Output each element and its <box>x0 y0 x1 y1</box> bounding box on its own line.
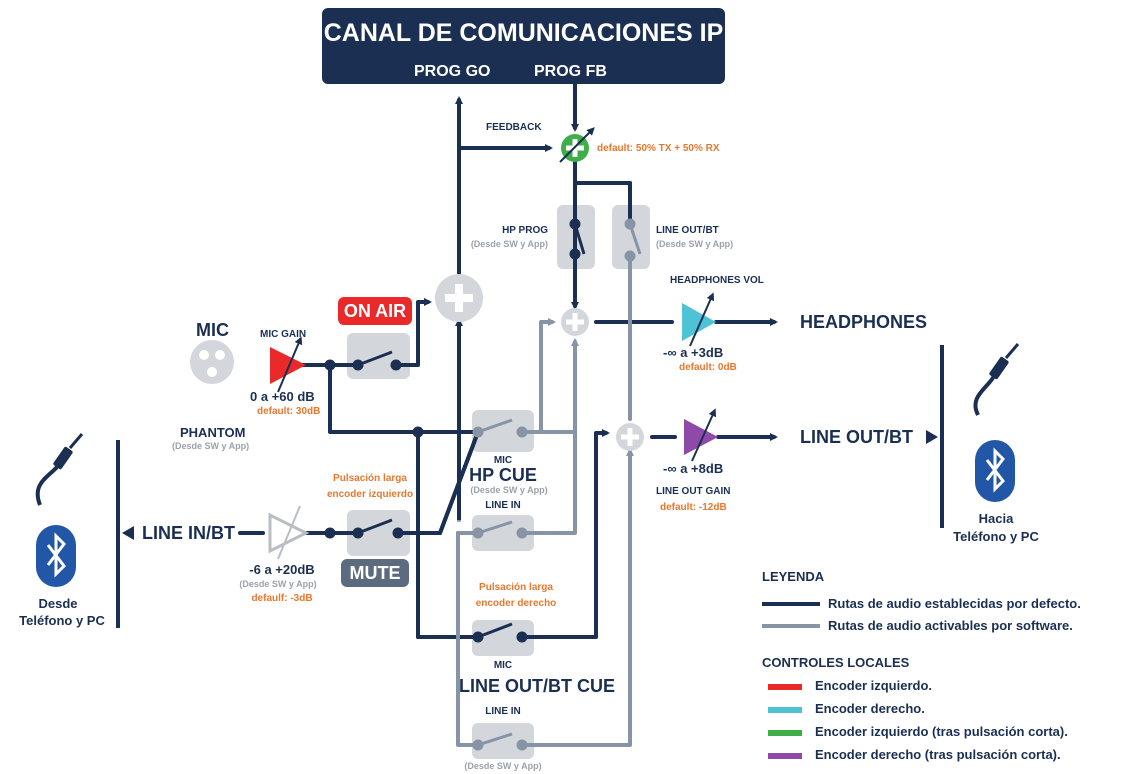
headphones-range: -∞ a +3dB <box>663 345 724 360</box>
legend-control-left: Encoder izquierdo. <box>815 678 933 693</box>
line-out-gain-label: LINE OUT GAIN <box>656 486 731 497</box>
prog-fb-label: PROG FB <box>534 63 607 80</box>
legend-cyan-swatch <box>768 707 802 713</box>
line-out-cue-line-in-label: LINE IN <box>485 706 521 717</box>
hp-prog-note: (Desde SW y App) <box>470 239 548 249</box>
right-press-line1: Pulsación larga <box>479 582 553 593</box>
feedback-default: default: 50% TX + 50% RX <box>597 143 720 154</box>
headphones-vol-label: HEADPHONES VOL <box>670 275 764 286</box>
phantom-note: (Desde SW y App) <box>172 441 250 451</box>
legend-title: LEYENDA <box>762 569 825 584</box>
hp-cue-note: (Desde SW y App) <box>470 485 548 495</box>
legend-software-routes: Rutas de audio activables por software. <box>828 618 1073 633</box>
legend-control-right-short: Encoder derecho (tras pulsación corta). <box>815 747 1061 762</box>
switch-contacts <box>324 218 642 751</box>
legend-red-swatch <box>768 684 802 690</box>
prog-go-label: PROG GO <box>414 63 491 80</box>
mic-label: MIC <box>196 320 229 340</box>
ip-channel-title: CANAL DE COMUNICACIONES IP <box>323 19 724 47</box>
line-in-bt-label: LINE IN/BT <box>142 523 235 543</box>
mic-xlr-icon <box>190 340 234 384</box>
amplifiers <box>268 292 718 560</box>
software-routes <box>456 260 634 747</box>
input-arrow <box>122 526 134 540</box>
legend-control-left-short: Encoder izquierdo (tras pulsación corta)… <box>815 724 1068 739</box>
line-out-range: -∞ a +8dB <box>663 461 724 476</box>
feedback-label: FEEDBACK <box>486 122 542 133</box>
line-out-cue-title: LINE OUT/BT CUE <box>459 676 615 696</box>
mic-gain-label: MIC GAIN <box>260 329 307 340</box>
dest-line2: Teléfono y PC <box>953 529 1039 544</box>
hp-prog-label: HP PROG <box>502 225 548 236</box>
headphones-output-label: HEADPHONES <box>800 312 928 332</box>
phantom-label: PHANTOM <box>180 425 246 440</box>
left-press-line2: encoder izquierdo <box>326 489 414 500</box>
bluetooth-in-icon <box>36 525 76 587</box>
line-in-range: -6 a +20dB <box>249 562 315 577</box>
headphones-default: default: 0dB <box>679 362 737 373</box>
legend-green-swatch <box>768 730 802 736</box>
left-press-line1: Pulsación larga <box>333 473 407 484</box>
mic-gain-range: 0 a +60 dB <box>250 389 315 404</box>
right-press-line2: encoder derecho <box>475 598 557 609</box>
input-jack-icon <box>35 433 84 506</box>
line-out-default: default: -12dB <box>660 502 727 513</box>
line-out-cue-mic-label: MIC <box>493 660 513 671</box>
source-line1: Desde <box>38 596 78 611</box>
source-line2: Teléfono y PC <box>19 613 105 628</box>
line-in-default: defaulf: -3dB <box>251 593 313 604</box>
line-in-note: (Desde SW y App) <box>239 579 317 589</box>
bluetooth-out-icon <box>975 440 1015 502</box>
default-routes <box>238 82 778 639</box>
mute-badge: MUTE <box>341 559 409 587</box>
output-jack-icon <box>973 343 1020 416</box>
hp-cue-line-in-label: LINE IN <box>485 500 521 511</box>
dest-line1: Hacia <box>978 511 1014 526</box>
line-out-bt-switch-note: (Desde SW y App) <box>656 239 734 249</box>
legend-purple-swatch <box>768 753 802 759</box>
line-out-output-label: LINE OUT/BT <box>800 427 913 447</box>
legend-control-right: Encoder derecho. <box>815 701 925 716</box>
on-air-badge: ON AIR <box>338 297 412 325</box>
legend-default-routes: Rutas de audio establecidas por defecto. <box>828 596 1081 611</box>
output-arrow <box>926 430 938 444</box>
line-out-bt-switch-label: LINE OUT/BT <box>656 225 719 236</box>
legend-controls-title: CONTROLES LOCALES <box>762 655 910 670</box>
hp-cue-mic-label: MIC <box>493 455 513 466</box>
mic-gain-default: default: 30dB <box>257 406 321 417</box>
line-out-cue-note: (Desde SW y App) <box>464 761 542 771</box>
summing-nodes <box>435 127 644 451</box>
hp-cue-title: HP CUE <box>469 465 537 485</box>
ip-channel-box: CANAL DE COMUNICACIONES IP PROG GO PROG … <box>322 8 725 84</box>
